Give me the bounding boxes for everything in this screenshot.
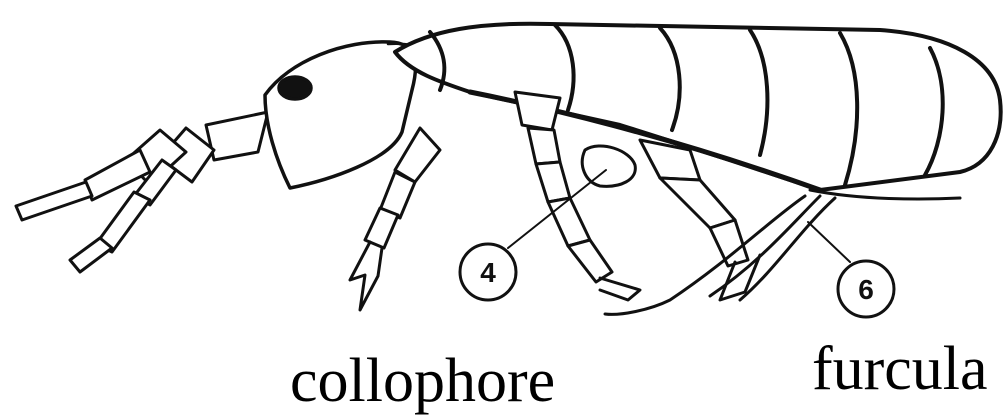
furcula-caption: furcula bbox=[812, 338, 988, 400]
body-segments bbox=[395, 24, 1001, 190]
callout-6: 6 bbox=[838, 261, 894, 317]
callout-4: 4 bbox=[460, 244, 516, 300]
eye-patch bbox=[279, 77, 311, 99]
callout-4-number: 4 bbox=[480, 257, 496, 288]
callout-6-leader bbox=[808, 222, 850, 262]
collophore-organ bbox=[582, 146, 635, 186]
collophore-caption: collophore bbox=[290, 350, 555, 412]
furcula-organ bbox=[605, 190, 960, 314]
antennae bbox=[16, 112, 268, 272]
callout-6-number: 6 bbox=[858, 274, 874, 305]
